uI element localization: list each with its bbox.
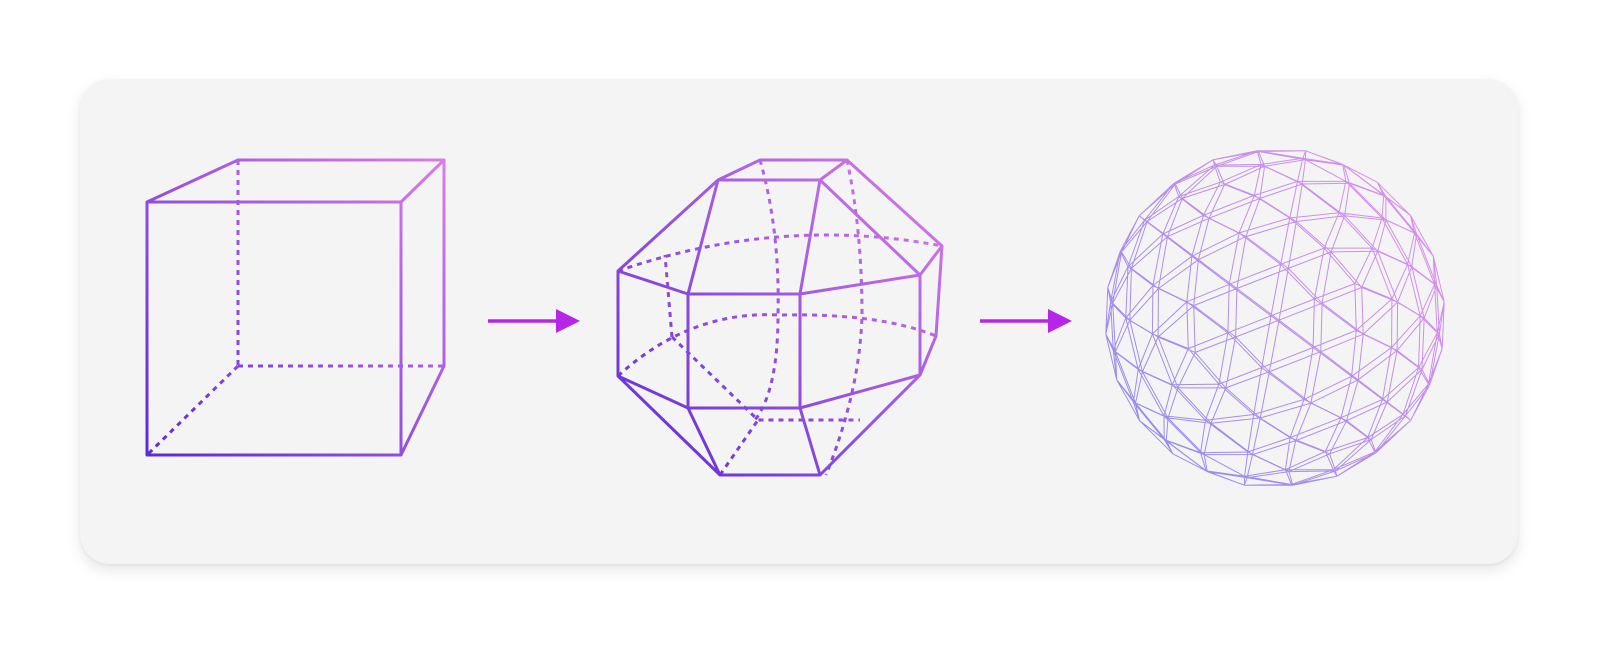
sphere-wireframe-edges	[1105, 150, 1445, 486]
polyhedron-shape	[616, 158, 944, 477]
arrow-right-icon	[488, 309, 580, 333]
polyhedron-hidden-edges	[616, 159, 943, 476]
cube-shape	[145, 158, 446, 457]
geodesic-sphere-shape	[1105, 150, 1445, 486]
arrow-right-icon	[980, 309, 1072, 333]
cube-hidden-edges	[145, 160, 444, 457]
